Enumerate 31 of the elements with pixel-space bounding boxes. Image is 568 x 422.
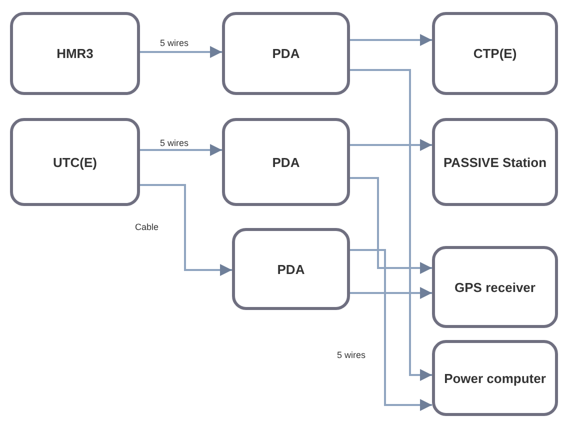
device-box bbox=[222, 12, 350, 95]
connector-arrow bbox=[140, 184, 232, 276]
device-name: Power computer bbox=[444, 370, 546, 386]
device-name: GPS receiver bbox=[454, 280, 536, 294]
device-box bbox=[222, 118, 350, 206]
edge-label: 5 wires bbox=[335, 350, 368, 360]
device-box bbox=[432, 118, 558, 206]
device-box bbox=[432, 246, 558, 328]
device-box bbox=[10, 118, 140, 206]
device-box bbox=[232, 228, 350, 310]
edge-label: 5 wires bbox=[158, 138, 191, 148]
connector-arrow bbox=[350, 139, 432, 151]
device-name: CTP(E) bbox=[473, 46, 517, 61]
device-box bbox=[10, 12, 140, 95]
connector-arrow bbox=[350, 287, 432, 299]
device-name: PASSIVE Station bbox=[443, 154, 547, 170]
connector-arrow bbox=[140, 46, 222, 58]
device-name: PDA bbox=[272, 46, 300, 61]
connector-arrow bbox=[350, 177, 432, 274]
device-box bbox=[432, 12, 558, 95]
device-name: UTC(E) bbox=[52, 154, 98, 170]
connector-arrow bbox=[140, 144, 222, 156]
device-name: PDA bbox=[277, 262, 305, 276]
connector-arrow bbox=[350, 69, 432, 381]
device-box bbox=[432, 340, 558, 416]
device-name: PDA bbox=[272, 154, 300, 170]
connector-arrow bbox=[350, 34, 432, 46]
edge-label: 5 wires bbox=[158, 38, 191, 48]
device-name: HMR3 bbox=[56, 46, 94, 61]
edge-label: Cable bbox=[133, 222, 161, 232]
connector-arrow bbox=[350, 249, 432, 411]
